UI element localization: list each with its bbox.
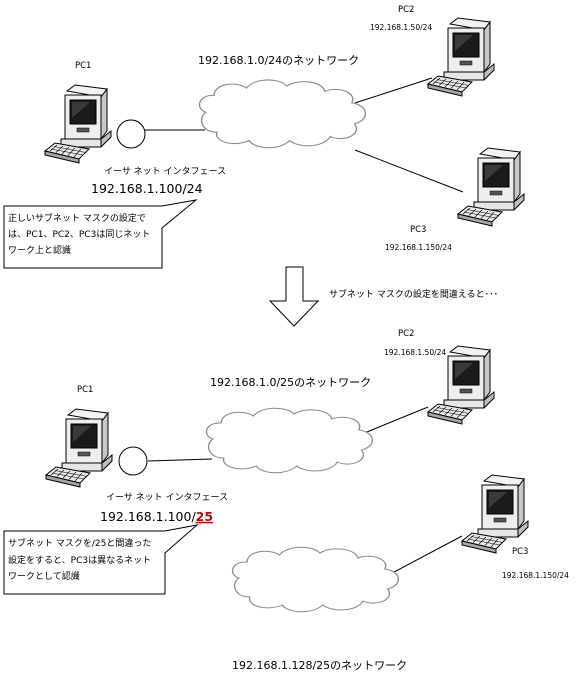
- callout-bottom-line3: ワークとして認識: [8, 570, 80, 582]
- pc3-ip-bottom: 192.168.1.150/24: [502, 571, 569, 580]
- network-label-top: 192.168.1.0/24のネットワーク: [198, 54, 359, 67]
- callout-bottom-line1: サブネット マスクを/25と間違った: [8, 537, 151, 549]
- pc1-ip-top: 192.168.1.100/24: [91, 181, 203, 196]
- pc1-ip-bottom: 192.168.1.100/25: [100, 509, 213, 524]
- pc1-ip-bottom-prefix: 192.168.1.100/: [100, 509, 196, 524]
- network-cloud-bottom-1: [205, 407, 374, 474]
- pc2-ip-bottom: 192.168.1.50/24: [384, 348, 446, 357]
- pc3-top-icon: [457, 147, 525, 227]
- pc1-label-top: PC1: [75, 61, 91, 71]
- pc2-top-icon: [427, 17, 495, 97]
- link-cloud-pc2-bottom: [361, 406, 429, 435]
- pc3-ip-top: 192.168.1.150/24: [385, 243, 452, 252]
- link-cloud-pc3-top: [354, 149, 464, 193]
- subnet-mask-highlight: 25: [196, 509, 213, 524]
- pc1-bottom-icon: [45, 408, 113, 488]
- ethernet-interface-top: [116, 119, 146, 149]
- callout-bottom-box: [3, 524, 199, 595]
- link-cloud-pc2-top: [354, 77, 433, 104]
- link-pc1-cloud-bottom: [147, 458, 213, 462]
- pc3-label-bottom: PC3: [512, 547, 528, 557]
- pc3-label-top: PC3: [410, 225, 426, 235]
- pc3-bottom-icon: [461, 474, 529, 554]
- callout-top-line1: 正しいサブネット マスクの設定で: [8, 212, 146, 224]
- pc2-ip-top: 192.168.1.50/24: [370, 23, 432, 32]
- pc1-label-bottom: PC1: [77, 385, 93, 395]
- pc2-bottom-icon: [427, 345, 495, 425]
- down-arrow: [268, 266, 320, 327]
- interface-label-top: イーサ ネット インタフェース: [104, 166, 226, 177]
- interface-label-bottom: イーサ ネット インタフェース: [106, 492, 228, 503]
- pc1-top-icon: [44, 84, 112, 164]
- network-cloud-bottom-2: [231, 546, 400, 613]
- callout-top-line3: ワーク上と認識: [8, 244, 71, 256]
- callout-top-line2: は、PC1、PC2、PC3は同じネット: [8, 229, 150, 240]
- network-cloud-top: [198, 79, 367, 149]
- pc2-label-bottom: PC2: [398, 329, 414, 339]
- pc2-label-top: PC2: [398, 5, 414, 15]
- ethernet-interface-bottom: [118, 446, 148, 476]
- callout-bottom-line2: 設定をすると、PC3は異なるネット: [8, 554, 151, 566]
- transition-text: サブネット マスクの設定を間違えると･･･: [329, 288, 498, 300]
- network-label-bottom-1: 192.168.1.0/25のネットワーク: [210, 376, 371, 389]
- network-label-bottom-2: 192.168.1.128/25のネットワーク: [232, 659, 407, 672]
- callout-top-box: [3, 199, 198, 269]
